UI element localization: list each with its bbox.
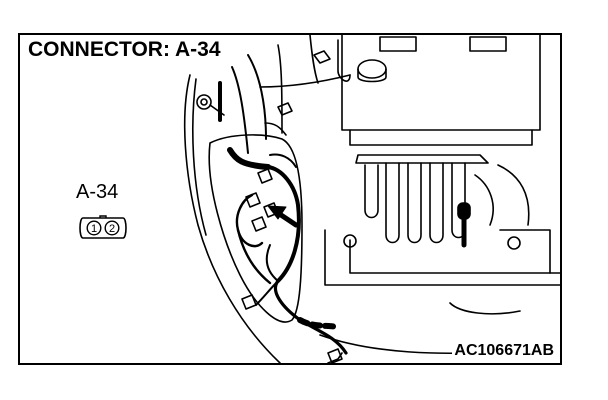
upper-wiring (218, 35, 351, 154)
engine-fins (355, 154, 530, 248)
pin-1-label: 1 (91, 223, 97, 235)
harness-connectors (241, 50, 343, 363)
diagram-title: CONNECTOR: A-34 (26, 37, 223, 63)
reference-code: AC106671AB (452, 342, 556, 360)
fender-outline (183, 74, 281, 363)
branch-wires (235, 193, 279, 306)
locator-arrow-icon (267, 205, 299, 228)
connector-pin-face-icon: 1 2 (79, 215, 127, 239)
battery (341, 35, 541, 146)
wire-harness (227, 147, 348, 355)
headlamp-pocket (208, 134, 303, 323)
diagram-frame: CONNECTOR: A-34 A-34 1 2 AC106671AB (18, 33, 562, 365)
connector-label: A-34 (76, 181, 119, 203)
ground-terminal (196, 94, 225, 116)
engine-bay-drawing (183, 35, 560, 363)
engine-lower-block (324, 229, 560, 286)
pin-2-label: 2 (109, 223, 115, 235)
